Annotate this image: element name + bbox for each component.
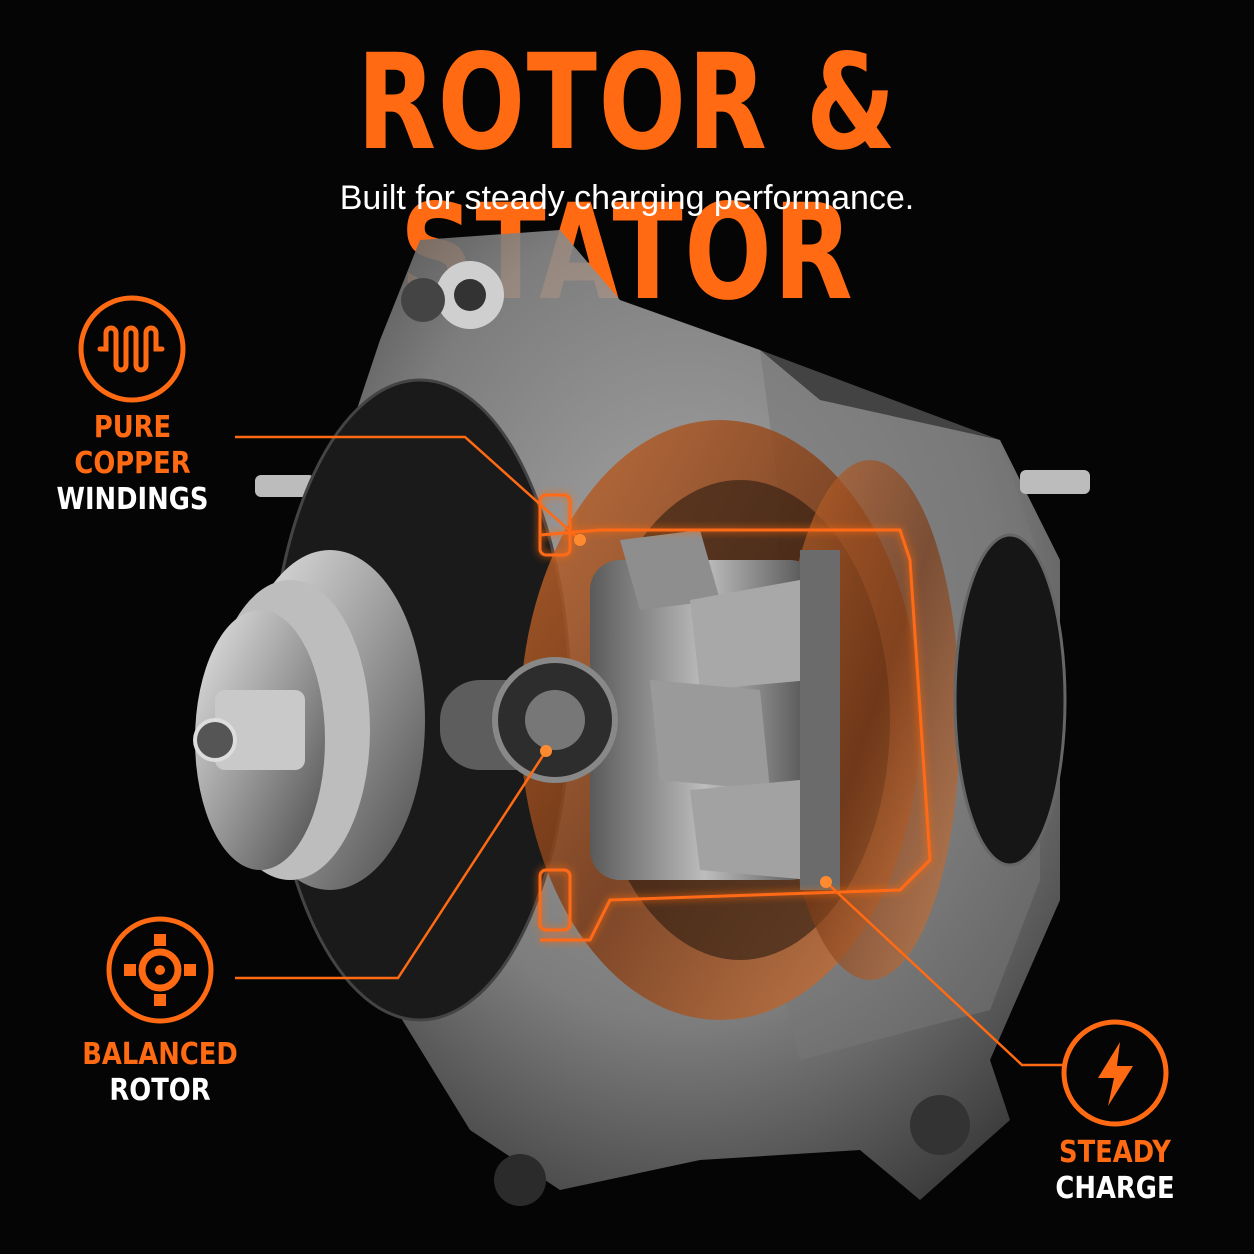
coil-icon [78, 295, 186, 403]
callout-line-charge [825, 881, 1065, 1067]
pulley [193, 550, 425, 890]
feature-label-line2: ROTOR [109, 1073, 211, 1108]
rotor [590, 530, 840, 890]
lightning-bolt-icon [1061, 1019, 1169, 1127]
feature-label-line1: BALANCED [82, 1037, 238, 1072]
feature-label-line2: WINDINGS [56, 482, 209, 517]
page-subtitle: Built for steady charging performance. [339, 179, 915, 217]
callout-dot-rotor [540, 745, 552, 757]
page-title: ROTOR & STATOR [356, 26, 898, 330]
feature-label-line1: PURE COPPER [74, 410, 191, 481]
feature-label-line2: CHARGE [1055, 1171, 1175, 1206]
rear-plate [953, 533, 1067, 867]
shaft-and-bearing [440, 657, 618, 783]
callout-dot-copper [574, 534, 586, 546]
feature-pure-copper-windings: PURE COPPER WINDINGS [44, 410, 220, 518]
callout-dot-charge [820, 876, 832, 888]
feature-balanced-rotor: BALANCED ROTOR [74, 1037, 246, 1109]
callout-lines [235, 435, 1065, 1067]
feature-label-line1: STEADY [1058, 1135, 1171, 1170]
callout-line-rotor [235, 750, 548, 980]
feature-steady-charge: STEADY CHARGE [1042, 1135, 1188, 1207]
rotor-icon [106, 916, 214, 1024]
callout-line-copper [235, 435, 581, 541]
